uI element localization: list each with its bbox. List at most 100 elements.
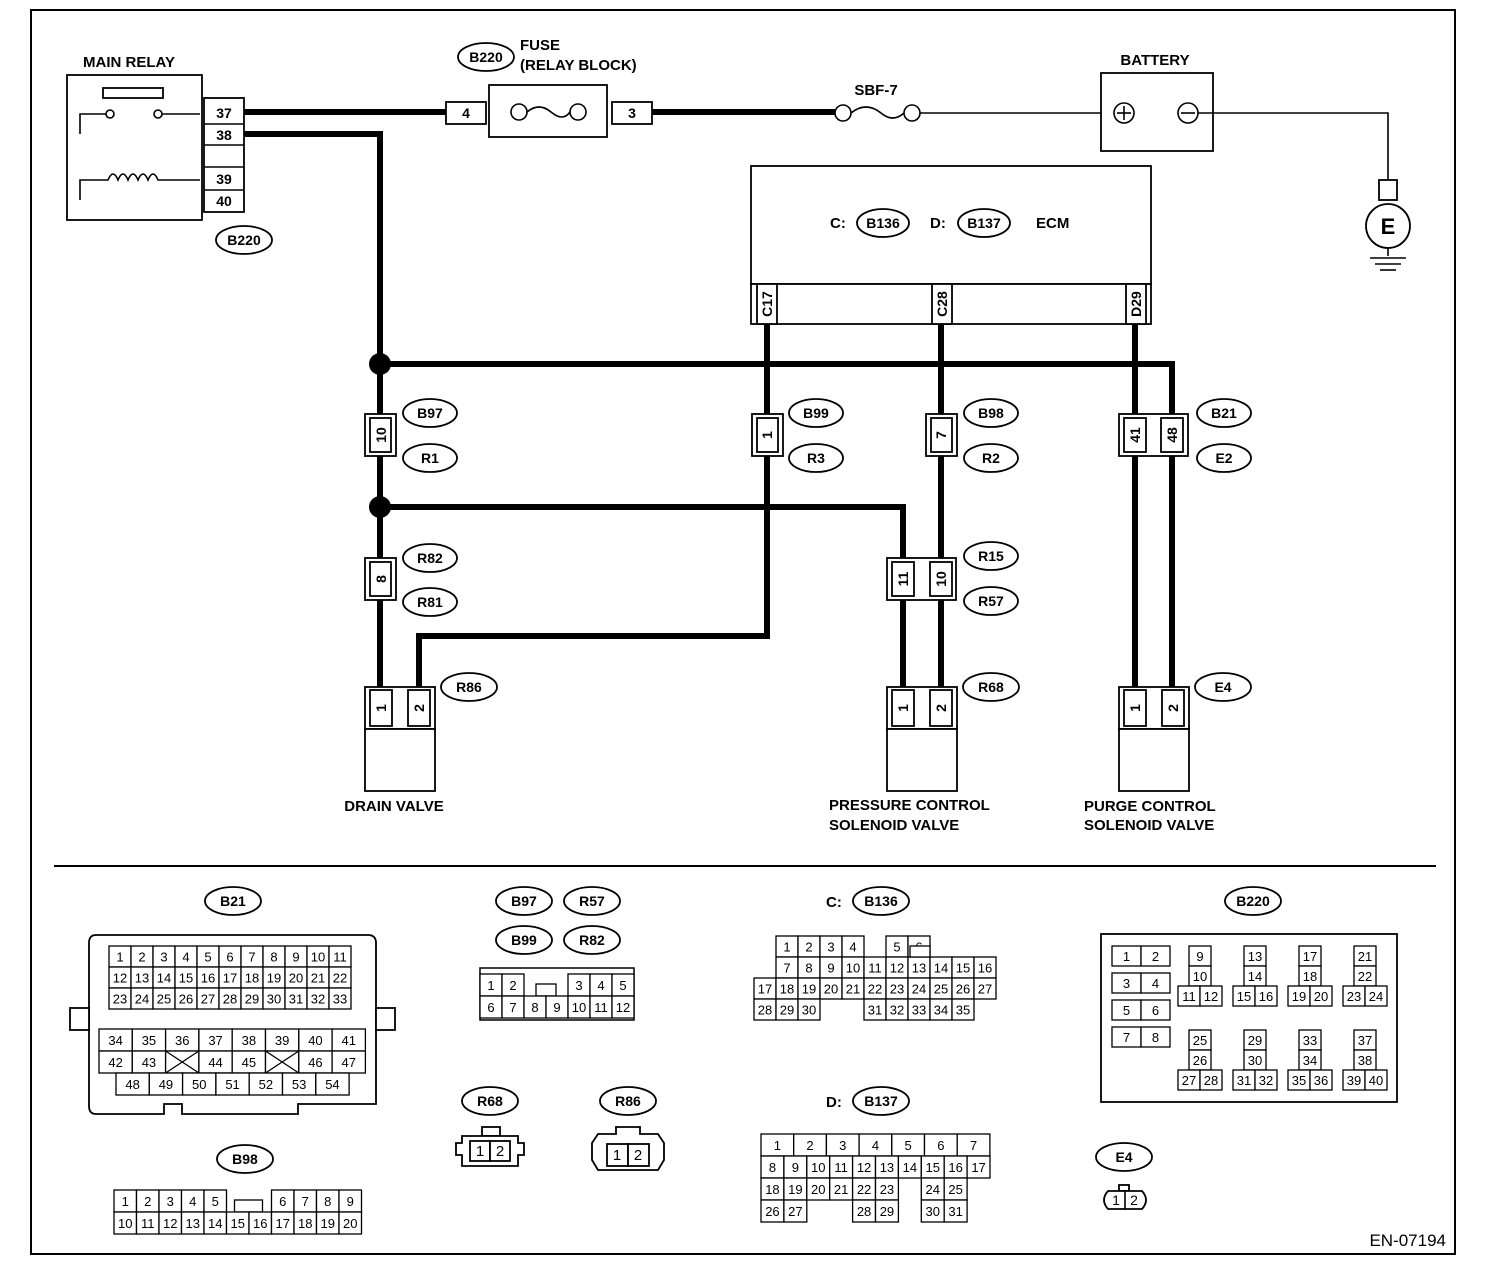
pin-number: 39 [275,1033,289,1048]
pin-cell [951,998,975,1021]
pin-number: 30 [802,1003,816,1018]
figure-id: EN-07194 [1369,1231,1446,1250]
pin-number: 6 [487,1000,494,1015]
wires [244,109,1175,690]
pin-number: 35 [956,1003,970,1018]
pin-number: 7 [248,950,255,965]
relay-pin: 39 [216,171,232,187]
battery-label: BATTERY [1120,52,1189,69]
pin-number: 39 [1347,1073,1361,1088]
pin-number: 30 [267,992,281,1007]
pin-number: 27 [788,1204,802,1219]
junction-pin: 7 [933,431,949,439]
ecm-pin: D29 [1128,291,1144,317]
pin-number: 22 [1358,969,1372,984]
pin-number: 24 [1369,989,1383,1004]
junction-pin: 1 [759,431,775,439]
pin-number: 34 [108,1033,122,1048]
pin-number: 4 [189,1194,196,1209]
pin-number: 19 [802,982,816,997]
blank-pin-mark [265,1050,300,1074]
pin-number: 31 [1237,1073,1251,1088]
pin-number: 4 [872,1138,879,1153]
ground-label: E [1381,214,1396,239]
pin-number: 32 [890,1003,904,1018]
pin-number: 6 [1152,1003,1159,1018]
connector-label: B97 [417,405,443,421]
pin-number: 32 [1259,1073,1273,1088]
connector-label: R57 [978,593,1004,609]
junction-pin: 48 [1164,427,1180,443]
pin-number: 7 [302,1194,309,1209]
pin-number: 10 [118,1216,132,1231]
pin-number: 7 [783,961,790,976]
pin-number: 7 [1123,1030,1130,1045]
pin-number: 18 [1303,969,1317,984]
pin-number: 43 [142,1055,156,1070]
pin-number: 35 [1292,1073,1306,1088]
pin-number: 3 [160,950,167,965]
pin-number: 2 [634,1147,642,1164]
pin-number: 25 [934,982,948,997]
pin-cell [1254,1069,1278,1091]
pin-number: 2 [496,1143,504,1160]
pin-cell [1309,985,1333,1007]
pin-number: 29 [1248,1033,1262,1048]
pin-number: 6 [226,950,233,965]
purge-label: PURGE CONTROL [1084,798,1216,815]
diagram-frame [30,9,1456,1255]
valves: 1 2 R86 DRAIN VALVE 1 2 R68 PRESSURE CON… [344,672,1252,834]
pin-number: 26 [956,982,970,997]
pin-number: 3 [575,978,582,993]
pin-number: 16 [253,1216,267,1231]
pin-number: 16 [201,971,215,986]
pin-number: 16 [948,1160,962,1175]
pin-number: 31 [289,992,303,1007]
pin-cell [966,1155,991,1179]
battery: BATTERY [1100,52,1214,152]
pin-number: 4 [849,940,856,955]
pin-number: 2 [144,1194,151,1209]
relay-coil-icon [79,173,200,200]
connector-face-label: B98 [232,1151,258,1167]
pin-number: 1 [1123,949,1130,964]
ecm-label: ECM [1036,215,1069,232]
pin-number: 10 [1193,969,1207,984]
junction-pin: 10 [373,427,389,443]
pin-number: 9 [292,950,299,965]
fuse-relay-block: B220 FUSE (RELAY BLOCK) 4 3 [445,37,653,138]
pin-number: 14 [903,1160,917,1175]
pin-number: 29 [780,1003,794,1018]
pin-number: 22 [333,971,347,986]
pin-cell [1364,1069,1388,1091]
pin-number: 2 [138,950,145,965]
pin-number: 18 [245,971,259,986]
connector-label: R1 [421,450,439,466]
ecm-c-prefix: C: [830,215,846,232]
pin-number: 8 [324,1194,331,1209]
pin-number: 13 [912,961,926,976]
pin-number: 34 [1303,1053,1317,1068]
pin-number: 40 [308,1033,322,1048]
valve-pin: 1 [1127,704,1143,712]
pin-number: 33 [912,1003,926,1018]
pin-number: 11 [834,1160,848,1175]
b136-pin-grid: 1234567891011121314151617181920212223242… [753,935,997,1021]
pcsv-label: PRESSURE CONTROL [829,797,990,814]
pin-number: 19 [267,971,281,986]
pin-number: 26 [1193,1053,1207,1068]
connector-label: R15 [978,548,1004,564]
pin-number: 9 [792,1160,799,1175]
valve-pin: 2 [411,704,427,712]
pin-number: 37 [208,1033,222,1048]
purge-label: SOLENOID VALVE [1084,817,1214,834]
pin-number: 5 [905,1138,912,1153]
connector-label: R68 [978,679,1004,695]
pin-number: 14 [208,1216,222,1231]
pin-number: 14 [1248,969,1262,984]
pin-number: 50 [192,1077,206,1092]
pin-number: 21 [846,982,860,997]
ecm-pin: C17 [759,291,775,317]
